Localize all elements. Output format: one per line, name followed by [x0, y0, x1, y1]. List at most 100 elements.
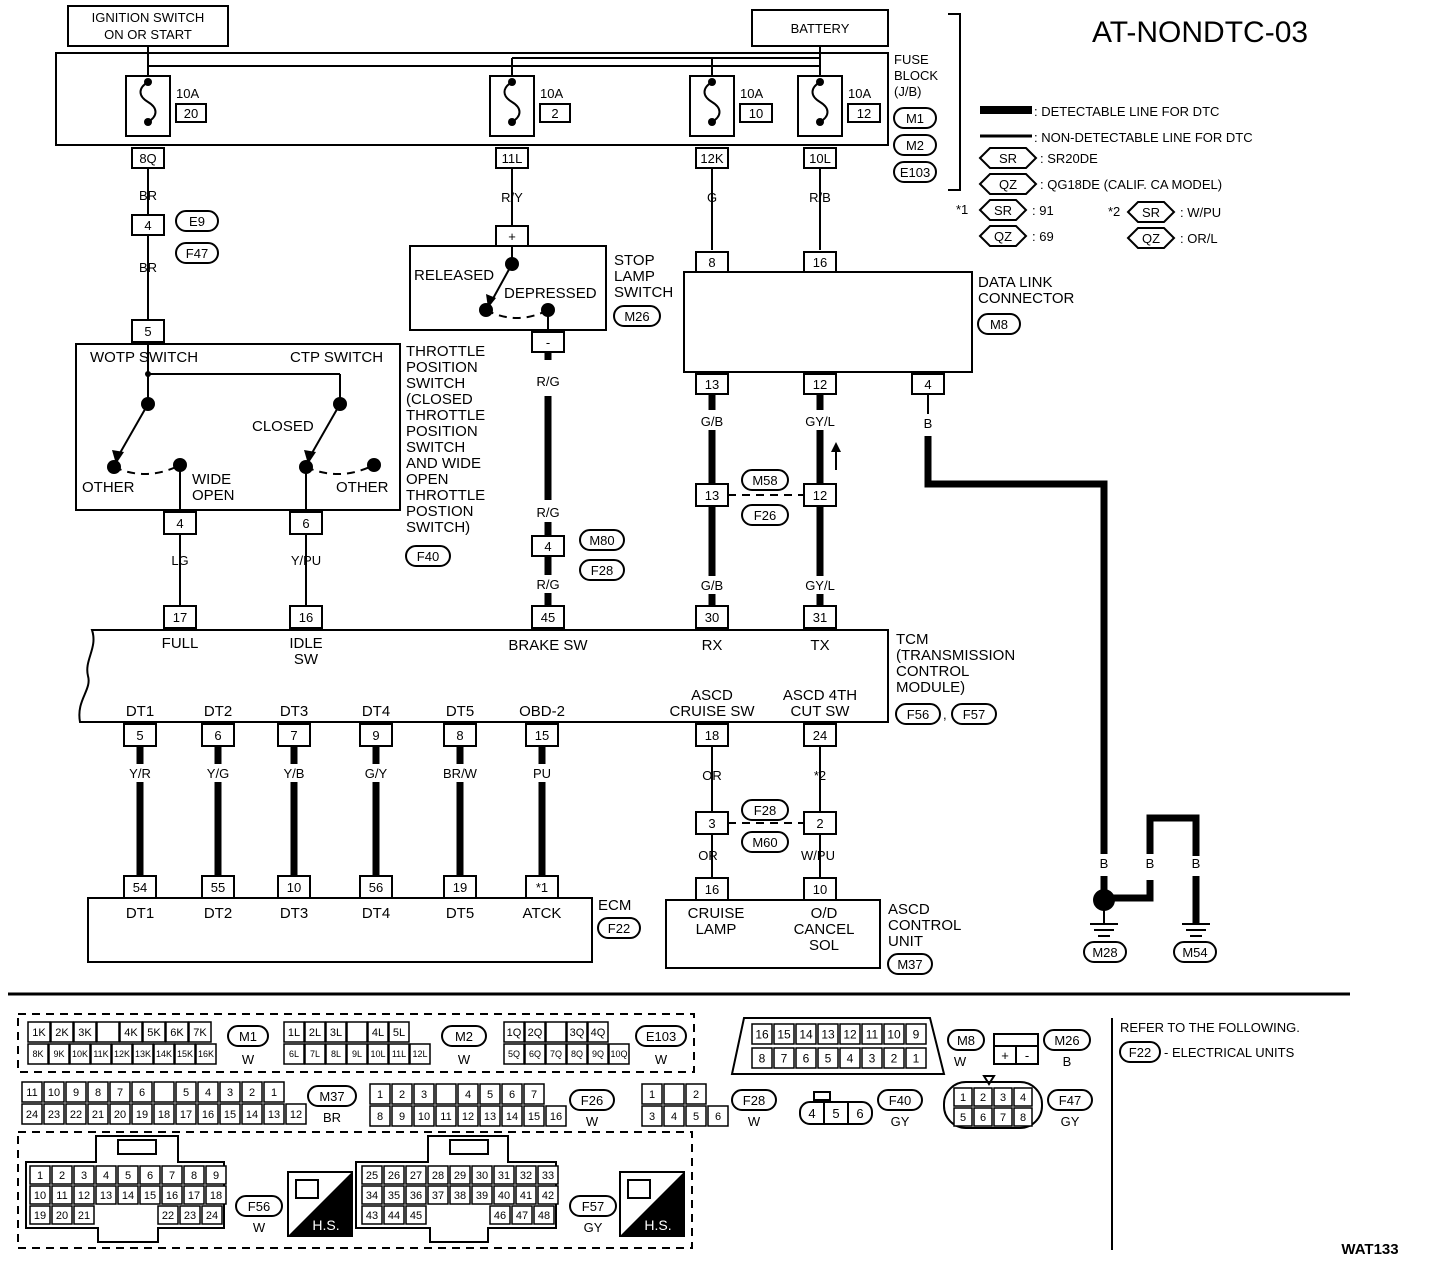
connector-e9: E9 — [189, 214, 205, 229]
wire-ry: R/Y — [501, 190, 523, 205]
f40-pin-6: 6 — [856, 1106, 863, 1121]
connector-pin-label: 41 — [520, 1190, 532, 1202]
connector-view-m8: M8 — [957, 1033, 975, 1048]
connector-pin-label: 7 — [531, 1089, 537, 1101]
connector-pin-label: 40 — [498, 1190, 510, 1202]
legend: : DETECTABLE LINE FOR DTC : NON-DETECTAB… — [956, 104, 1253, 249]
connector-pin-label: 43 — [366, 1210, 378, 1222]
connector-pin-label: 2 — [891, 1051, 898, 1065]
tcm-idle-2: SW — [294, 651, 319, 668]
wire-gy: G/Y — [365, 766, 388, 781]
connector-pin-cell — [51, 1165, 73, 1185]
pin-7: 7 — [290, 728, 297, 743]
ground-m28: M28 — [1092, 945, 1117, 960]
fuse-connector-m2: M2 — [906, 138, 924, 153]
pin-16: 16 — [705, 882, 719, 897]
connector-pin-label: 42 — [542, 1190, 554, 1202]
note1-sr-value: : 91 — [1032, 203, 1054, 218]
connector-pin-cell — [153, 1103, 175, 1125]
hs-icon: H.S. — [287, 1171, 353, 1237]
connector-f57: F57 — [963, 707, 985, 722]
connector-pin-cell — [283, 1043, 305, 1065]
note1-qz-tag: QZ — [994, 229, 1012, 244]
connector-pin-label: 31 — [498, 1170, 510, 1182]
connector-pin-cell — [95, 1165, 117, 1185]
pin-45: 45 — [541, 610, 555, 625]
connector-pin-cell — [405, 1205, 427, 1225]
battery-box: BATTERY — [751, 9, 889, 47]
ascd-cruise-2: LAMP — [696, 921, 737, 938]
connector-pin-label: 3 — [421, 1089, 427, 1101]
connector-pin-label: 15 — [224, 1109, 236, 1121]
connector-pin-label: 6L — [289, 1049, 299, 1059]
connector-pin-label: 24 — [206, 1210, 218, 1222]
connector-pin-label: 21 — [78, 1210, 90, 1222]
connector-pin-label: 4 — [671, 1111, 677, 1123]
fuse-number: 12 — [857, 106, 871, 121]
pin-19: 19 — [453, 880, 467, 895]
connector-pin-label: 11L — [392, 1049, 406, 1059]
tcm-dt2: DT2 — [204, 703, 232, 720]
connector-pin-cell — [685, 1083, 707, 1105]
connector-pin-label: 7 — [169, 1170, 175, 1182]
tcm-dt3: DT3 — [280, 703, 308, 720]
connector-pin-label: 3 — [1000, 1092, 1006, 1104]
wire-yb: Y/B — [284, 766, 305, 781]
connector-pin-cell — [383, 1185, 405, 1205]
connector-pin-label: 10Q — [610, 1049, 627, 1059]
fuse-amp: 10A — [540, 86, 563, 101]
pin-8: 8 — [456, 728, 463, 743]
connector-pin-label: 3 — [649, 1111, 655, 1123]
connector-pin-label: 11 — [866, 1027, 879, 1041]
connector-f26: F26 — [754, 508, 776, 523]
connector-pin-cell — [51, 1205, 73, 1225]
pin-5: 5 — [144, 324, 151, 339]
connector-pin-label: 1 — [37, 1170, 43, 1182]
connector-pin-label: 25 — [366, 1170, 378, 1182]
connector-pin-cell — [195, 1043, 217, 1065]
connector-pin-cell — [587, 1021, 609, 1043]
connector-pin-cell — [175, 1103, 197, 1125]
connector-pin-cell — [383, 1165, 405, 1185]
connector-pin-cell — [21, 1103, 43, 1125]
connector-pin-cell — [27, 1021, 51, 1043]
connector-pin-label: 35 — [388, 1190, 400, 1202]
connector-pin-cell — [43, 1103, 65, 1125]
connector-pin-cell — [973, 1107, 993, 1127]
connector-pin-label: 9 — [73, 1087, 79, 1099]
fuse-block-label: FUSE BLOCK (J/B) M1 M2 E103 — [893, 13, 961, 191]
connector-pin-cell — [503, 1043, 525, 1065]
connector-pin-label: 33 — [542, 1170, 554, 1182]
connector-pin-label: 5K — [147, 1027, 161, 1039]
connector-pin-label: 5 — [960, 1112, 966, 1124]
connector-pin-label: 39 — [476, 1190, 488, 1202]
connector-pin-cell — [449, 1165, 471, 1185]
pin-10l: 10L — [809, 151, 831, 166]
tcm-tx: TX — [810, 637, 829, 654]
wotp-label: WOTP SWITCH — [90, 349, 198, 366]
wire-b-1: B — [924, 416, 933, 431]
connector-view-m2-color: W — [458, 1052, 471, 1067]
connector-pin-cell — [435, 1105, 457, 1127]
connector-pin-label: 2 — [980, 1092, 986, 1104]
stop-lamp-label-3: SWITCH — [614, 284, 673, 301]
tcm-ascd-2b: CUT SW — [791, 703, 851, 720]
connector-pin-label: 7 — [117, 1087, 123, 1099]
connector-m37: M37 — [897, 957, 922, 972]
connector-view-f47-color: GY — [1061, 1114, 1080, 1129]
connector-pin-cell — [817, 1047, 839, 1069]
wire-br-1: BR — [139, 188, 157, 203]
pin-8: 8 — [708, 255, 715, 270]
connector-pin-label: 10 — [887, 1027, 901, 1041]
connector-pin-cell — [515, 1185, 537, 1205]
hs-label: H.S. — [312, 1217, 339, 1233]
connector-pin-cell — [413, 1083, 435, 1105]
connector-pin-cell — [175, 1081, 197, 1103]
connector-pin-label: 8 — [95, 1087, 101, 1099]
connector-key — [96, 1021, 120, 1043]
connector-pin-label: 36 — [410, 1190, 422, 1202]
connector-m60: M60 — [752, 835, 777, 850]
fuse-amp: 10A — [740, 86, 763, 101]
